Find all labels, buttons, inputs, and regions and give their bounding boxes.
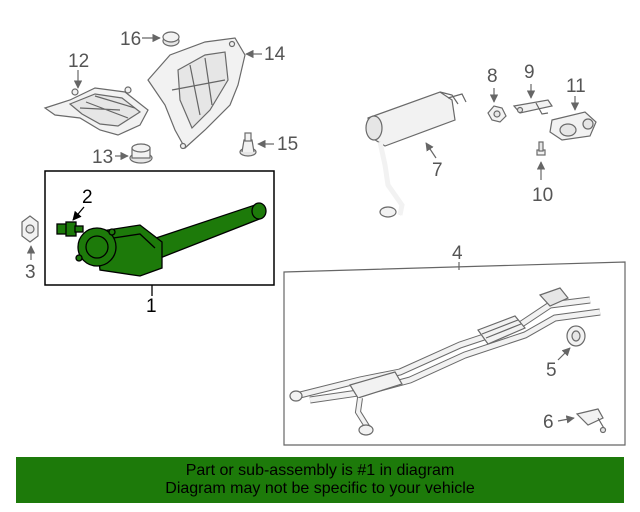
callout-11: 11 [566, 76, 586, 97]
callout-15: 15 [277, 134, 298, 155]
part-1-frame [44, 170, 275, 286]
banner-line-2: Diagram may not be specific to your vehi… [165, 480, 475, 497]
leader-5 [557, 347, 571, 361]
callout-6: 6 [543, 412, 554, 433]
info-banner: Part or sub-assembly is #1 in diagram Di… [16, 457, 624, 503]
part-6-hanger-bracket[interactable] [575, 408, 607, 434]
part-12-heat-shield[interactable] [43, 86, 149, 136]
callout-5: 5 [546, 360, 557, 381]
part-5-insulator[interactable] [566, 325, 586, 347]
part-4-exhaust-assembly[interactable] [289, 287, 601, 436]
callout-9: 9 [524, 62, 535, 83]
part-4-frame [283, 261, 626, 446]
callout-4: 4 [452, 243, 463, 264]
callout-1: 1 [146, 296, 157, 317]
part-11-insulator[interactable] [549, 111, 597, 141]
callout-16: 16 [120, 29, 141, 50]
part-13-grommet[interactable] [129, 143, 153, 164]
callout-10: 10 [532, 185, 553, 206]
callout-3: 3 [25, 262, 36, 283]
banner-line-1: Part or sub-assembly is #1 in diagram [185, 462, 455, 479]
part-7-muffler[interactable] [365, 91, 467, 218]
callout-14: 14 [264, 44, 286, 65]
leader-2 [72, 206, 85, 221]
part-14-heat-shield[interactable] [147, 37, 246, 150]
callout-2: 2 [82, 187, 93, 208]
part-1-catalytic-converter[interactable] [75, 202, 267, 277]
callout-8: 8 [487, 66, 498, 87]
callout-13: 13 [92, 147, 113, 168]
part-15-stud[interactable] [239, 132, 257, 157]
part-8-hanger[interactable] [487, 105, 507, 123]
part-10-bolt[interactable] [536, 141, 546, 156]
part-16-plug[interactable] [162, 31, 180, 47]
callout-7: 7 [432, 160, 443, 181]
leader-6 [557, 415, 575, 424]
callout-12: 12 [68, 51, 89, 72]
part-3-nut[interactable] [21, 215, 39, 243]
leader-7 [425, 142, 437, 159]
part-9-bracket[interactable] [512, 99, 553, 115]
part-2-oxygen-sensor[interactable] [56, 221, 84, 237]
